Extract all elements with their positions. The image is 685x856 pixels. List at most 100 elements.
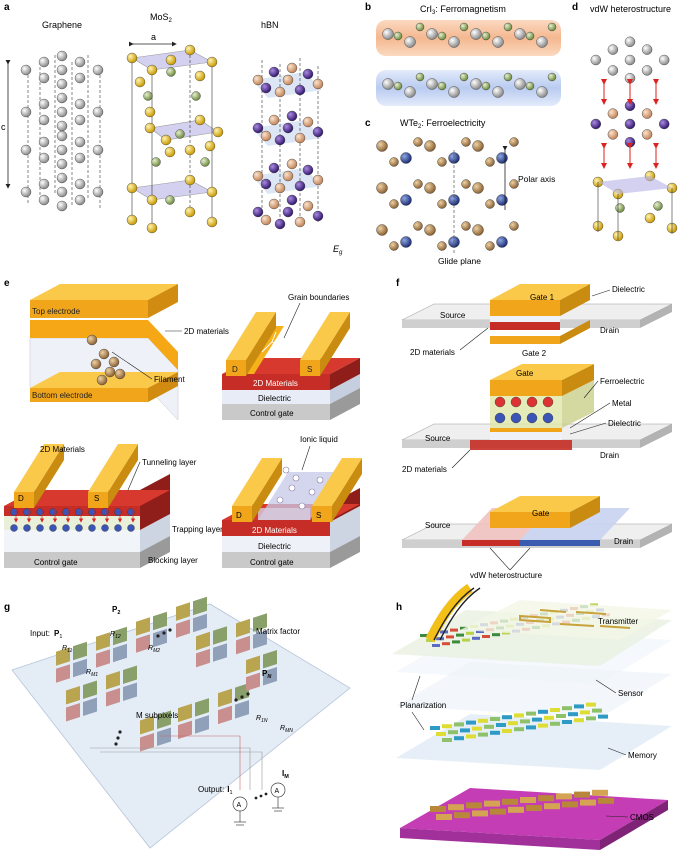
carbon-atom — [92, 64, 104, 76]
boron-nitrogen-atom — [252, 122, 264, 134]
boron-nitrogen-atom — [252, 206, 264, 218]
grain-boundary-transistor — [222, 312, 360, 420]
memory-cell — [496, 723, 506, 727]
memory-cell — [460, 728, 470, 733]
sulfur-atom — [146, 194, 158, 206]
carbon-atom — [56, 144, 68, 156]
panel-h: h Transmitter Sensor Planarization — [392, 583, 672, 850]
filament-atom — [98, 348, 110, 360]
memory-cell — [484, 724, 494, 729]
panel-a-letter: a — [4, 2, 10, 13]
subpixel — [218, 705, 232, 725]
metal-label: Metal — [612, 399, 632, 408]
chromium-atom — [448, 36, 460, 48]
boron-nitrogen-atom — [294, 180, 306, 192]
chromium-atom — [404, 36, 416, 48]
subpixel — [73, 658, 87, 678]
carbon-atom — [38, 194, 50, 206]
vdw-atoms — [590, 36, 678, 242]
carbon-atom — [38, 56, 50, 68]
graphene-atom — [641, 44, 653, 55]
mos2-sulfur-atom — [644, 212, 656, 224]
subpixel — [106, 671, 120, 690]
filament-label: Filament — [154, 375, 185, 384]
memory-cell — [466, 734, 476, 739]
iodine-atom — [481, 81, 491, 91]
sensor-pixel — [482, 635, 490, 638]
electron-charge — [23, 508, 31, 516]
iodine-atom — [547, 22, 557, 32]
subpixel — [195, 698, 209, 717]
panel-g: g Input:P1 P2 PN Matrix factor M subpixe… — [4, 596, 351, 849]
tellurium-atom — [485, 241, 495, 251]
molybdenum-atom — [151, 157, 161, 167]
p2-label: P2 — [112, 605, 120, 616]
carbon-atom — [56, 200, 68, 212]
sulfur-atom — [146, 222, 158, 234]
boron-nitrogen-atom — [282, 170, 294, 182]
sulfur-atom — [184, 174, 196, 186]
rm1-label: RM1 — [86, 669, 98, 678]
electron-charge — [36, 508, 44, 516]
memory-cell — [574, 718, 584, 723]
grain-boundaries-label: Grain boundaries — [288, 293, 349, 302]
iodine-atom — [415, 72, 425, 82]
iodine-atom — [393, 31, 403, 41]
panel-d-letter: d — [572, 2, 578, 13]
wte2-title: WTe2: Ferroelectricity — [400, 118, 486, 130]
sulfur-atom — [206, 186, 218, 198]
subpixel — [83, 680, 97, 700]
subpixel — [236, 618, 250, 638]
iodine-atom — [393, 81, 403, 91]
positive-charge — [494, 396, 506, 408]
carbon-atom — [38, 136, 50, 148]
chromium-atom — [404, 86, 416, 98]
m-subpixels-label: M subpixels — [136, 711, 178, 720]
chromium-atom — [514, 28, 526, 40]
boron-nitrogen-atom — [282, 74, 294, 86]
top-electrode-label: Top electrode — [32, 307, 81, 316]
subpixel — [153, 611, 167, 631]
panel-f-letter: f — [396, 278, 400, 289]
cmos-chip — [430, 806, 446, 812]
sensor-pixel — [466, 631, 474, 635]
tungsten-tellurium-atom — [472, 182, 484, 194]
sulfur-atom — [206, 56, 218, 68]
hbn-label: hBN — [261, 20, 279, 30]
tellurium-atom — [461, 179, 471, 189]
memory-cell — [592, 708, 602, 713]
sulfur-atom — [165, 54, 177, 66]
carbon-atom — [20, 186, 32, 198]
cmos-label: CMOS — [630, 813, 654, 822]
iodine-atom — [437, 81, 447, 91]
hbn-atom — [641, 108, 653, 119]
boron-nitrogen-atom — [268, 114, 280, 126]
cmos-chips — [430, 789, 614, 820]
ion — [292, 474, 300, 482]
carbon-atom — [20, 144, 32, 156]
sulfur-atom — [144, 106, 156, 118]
subpixel — [136, 617, 150, 636]
memory-cell — [580, 710, 590, 715]
molybdenum-atom — [166, 67, 176, 77]
mos2-label: MoS2 — [150, 12, 173, 24]
memory-cell — [430, 726, 440, 730]
ion — [276, 496, 284, 504]
chromium-atom — [492, 86, 504, 98]
cmos-chip — [556, 793, 572, 800]
panel-c: c WTe2: Ferroelectricity Polar axis Glid… — [365, 118, 555, 266]
cri3-atoms — [382, 22, 557, 98]
subpixel — [195, 715, 209, 734]
polar-axis-label: Polar axis — [518, 174, 555, 184]
sulfur-atom — [144, 122, 156, 134]
boron-nitrogen-atom — [294, 84, 306, 96]
transmitter-label: Transmitter — [598, 617, 638, 626]
boron-nitrogen-atom — [286, 62, 298, 74]
cmos-chip — [580, 799, 596, 806]
positive-charge — [542, 396, 554, 408]
memory-cell — [574, 704, 584, 709]
ellipsis-dots — [114, 628, 268, 800]
subpixel — [83, 697, 97, 717]
cmos-chip — [454, 812, 470, 819]
electron-charge — [10, 508, 18, 516]
